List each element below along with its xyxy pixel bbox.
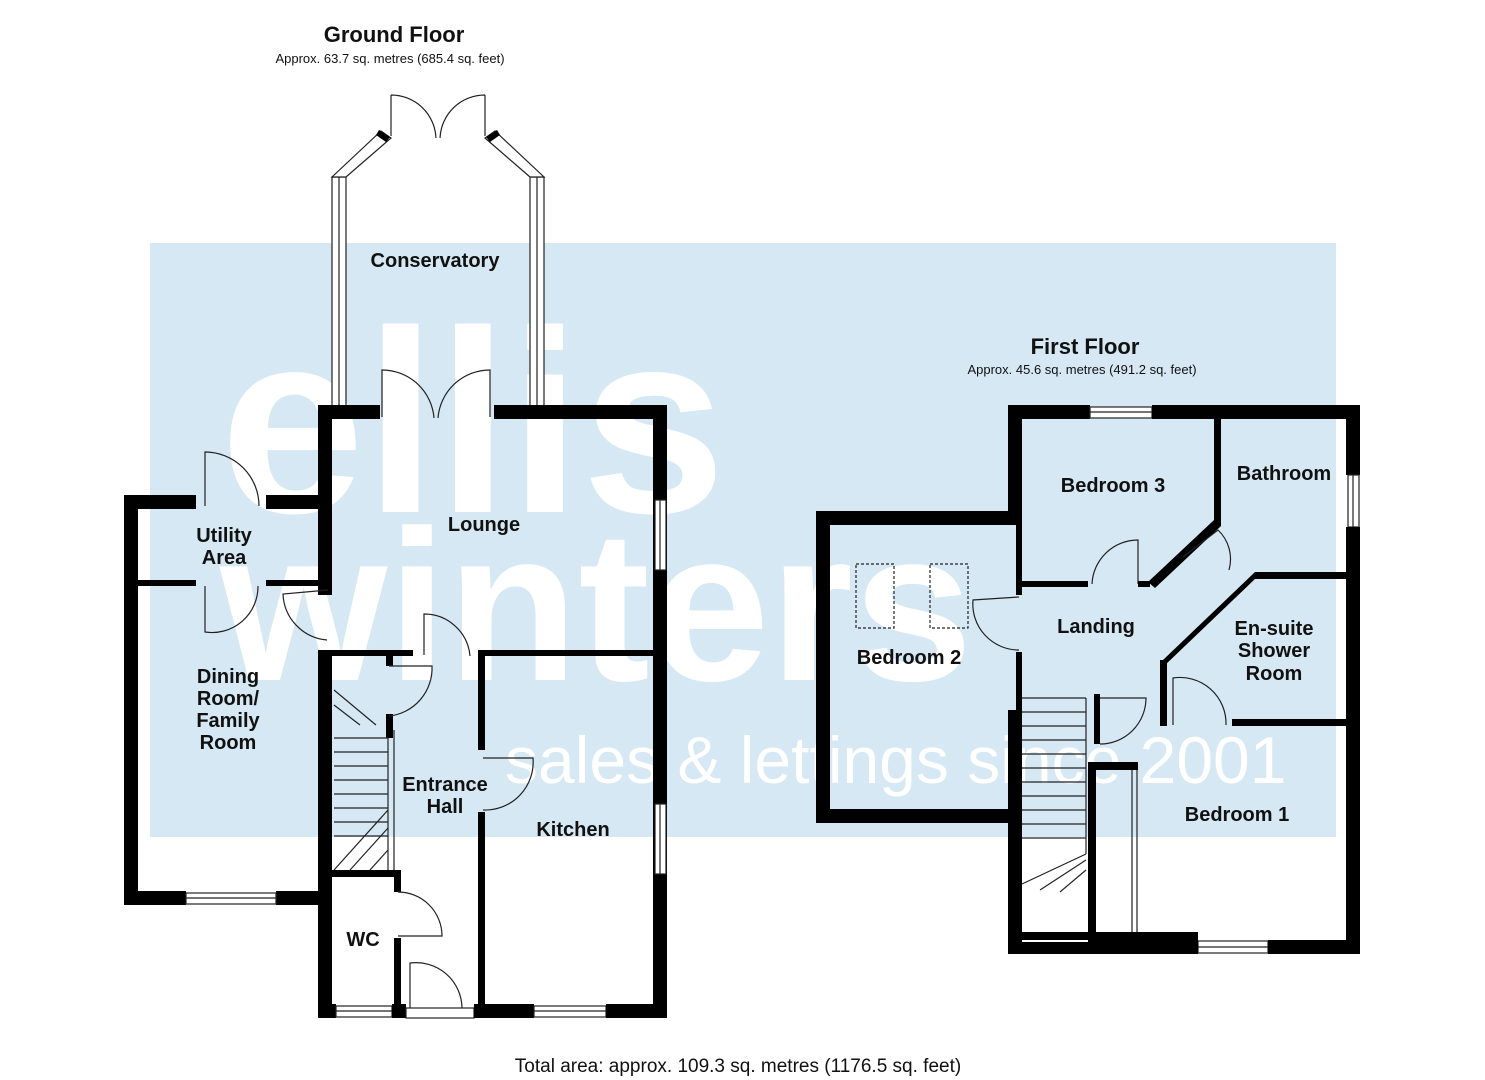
watermark-brand-line2: winters: [219, 485, 973, 726]
room-label-lounge: Lounge: [448, 514, 520, 536]
room-label-entrance-line2: Hall: [427, 796, 464, 818]
room-label-utility-line2: Area: [202, 547, 247, 569]
conservatory-walls: [330, 94, 546, 408]
first-floor-title: First Floor: [1031, 334, 1140, 359]
room-label-wc: WC: [346, 929, 379, 951]
ground-floor-plan: Conservatory Lounge Utility Area Dining …: [124, 94, 667, 1019]
ground-floor-title: Ground Floor: [324, 22, 465, 47]
room-label-dining-line3: Family: [196, 710, 260, 732]
room-label-dining-line2: Room/: [197, 688, 260, 710]
room-label-entrance-line1: Entrance: [402, 774, 488, 796]
ground-floor-stairs: [333, 689, 395, 871]
first-floor-plan: Bedroom 3 Bathroom Bedroom 2 Landing En-…: [816, 405, 1360, 954]
room-label-kitchen: Kitchen: [536, 819, 609, 841]
room-label-dining-line4: Room: [200, 732, 257, 754]
room-label-bedroom1: Bedroom 1: [1185, 804, 1289, 826]
room-label-dining-line1: Dining: [197, 666, 259, 688]
room-label-ensuite-line3: Room: [1246, 663, 1303, 685]
total-area: Total area: approx. 109.3 sq. metres (11…: [515, 1056, 961, 1077]
room-label-utility-line1: Utility: [196, 525, 252, 547]
watermark-tagline: sales & lettings since 2001: [505, 723, 1286, 797]
ground-floor-area: Approx. 63.7 sq. metres (685.4 sq. feet): [275, 51, 504, 66]
room-label-bedroom2: Bedroom 2: [857, 647, 961, 669]
room-label-conservatory: Conservatory: [371, 250, 501, 272]
room-label-bedroom3: Bedroom 3: [1061, 475, 1165, 497]
room-label-bathroom: Bathroom: [1237, 463, 1331, 485]
first-floor-area: Approx. 45.6 sq. metres (491.2 sq. feet): [967, 362, 1196, 377]
room-label-ensuite-line2: Shower: [1238, 640, 1310, 662]
room-label-landing: Landing: [1057, 616, 1135, 638]
watermark-brand-line1: ellis: [220, 278, 726, 568]
room-label-ensuite-line1: En-suite: [1235, 618, 1314, 640]
first-floor-stairs: [1008, 697, 1087, 954]
